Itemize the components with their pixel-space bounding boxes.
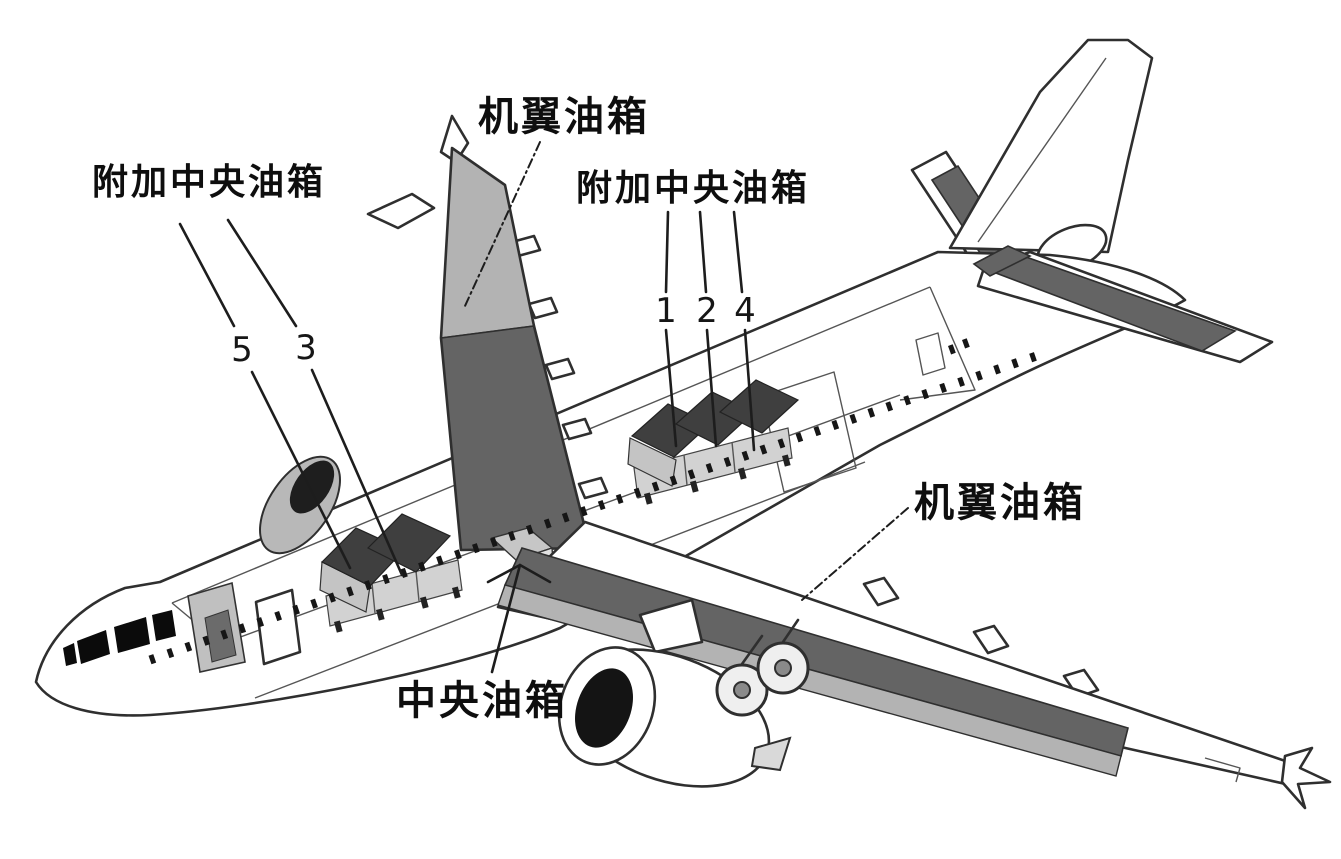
leader-wing-top	[464, 141, 541, 307]
leader-lines	[178, 141, 909, 674]
engine-pylon	[638, 598, 704, 654]
aux-tank-end-face	[627, 437, 677, 487]
leader-left-5	[178, 222, 236, 328]
tank-number-5: 5	[231, 330, 253, 370]
aux-tank-feet	[333, 586, 461, 633]
leader-center-tank	[486, 563, 552, 674]
far-engine	[259, 455, 341, 555]
landing-gear	[715, 618, 810, 717]
tank-number-3: 3	[295, 328, 317, 368]
vertical-fin	[948, 38, 1154, 254]
far-wingtip-horn	[366, 192, 436, 230]
label-additional-center-tank-left: 附加中央油箱	[92, 162, 326, 203]
near-wing-flap-fairings	[862, 576, 1100, 699]
tank-number-4: 4	[734, 291, 756, 331]
tank-number-2: 2	[696, 291, 718, 331]
engine-intake	[575, 668, 633, 748]
rear-window-dot	[948, 344, 956, 355]
label-center-tank: 中央油箱	[396, 678, 568, 724]
galley-structure	[187, 581, 246, 673]
label-wing-tank-right: 机翼油箱	[914, 480, 1086, 526]
label-additional-center-tank-right: 附加中央油箱	[576, 168, 810, 209]
rear-door	[915, 332, 946, 376]
leader-right-2	[698, 210, 708, 294]
leader-right-4	[732, 210, 744, 294]
aux-tank-4	[718, 379, 800, 434]
fin-spar-line	[977, 57, 1107, 243]
outboard-flap-notch	[1204, 757, 1241, 783]
leader-1-to-tank	[664, 328, 678, 448]
far-wing	[366, 114, 609, 552]
near-winglet	[1280, 746, 1332, 810]
leader-4-to-tank	[743, 328, 756, 452]
leader-5-to-tank	[250, 370, 352, 570]
far-engine-intake	[289, 460, 335, 514]
labels-group: 机翼油箱 附加中央油箱 附加中央油箱 机翼油箱 中央油箱 5 3 1 2 4	[92, 94, 1086, 724]
near-stabilizer	[972, 245, 1274, 364]
tank-number-1: 1	[655, 291, 677, 331]
cockpit-windows	[63, 610, 176, 666]
stabilizer-root-tank	[972, 245, 1032, 277]
near-engine-group	[557, 598, 810, 788]
aux-tank-feet	[644, 454, 791, 505]
leader-right-1	[664, 210, 670, 294]
rear-window-dot	[962, 338, 970, 349]
aux-tanks-forward	[319, 513, 463, 633]
fuselage	[34, 250, 1187, 717]
tail-group	[910, 38, 1154, 273]
far-wing-flap-fairings	[510, 234, 609, 500]
leader-3-to-tank	[310, 368, 404, 577]
leader-left-3	[226, 218, 298, 328]
aux-tank-3	[366, 513, 452, 573]
leader-2-to-tank	[705, 328, 718, 448]
leader-wing-right	[801, 507, 909, 601]
label-wing-tank-top: 机翼油箱	[478, 94, 650, 140]
engine-exhaust	[750, 736, 792, 772]
forward-door	[254, 588, 302, 666]
